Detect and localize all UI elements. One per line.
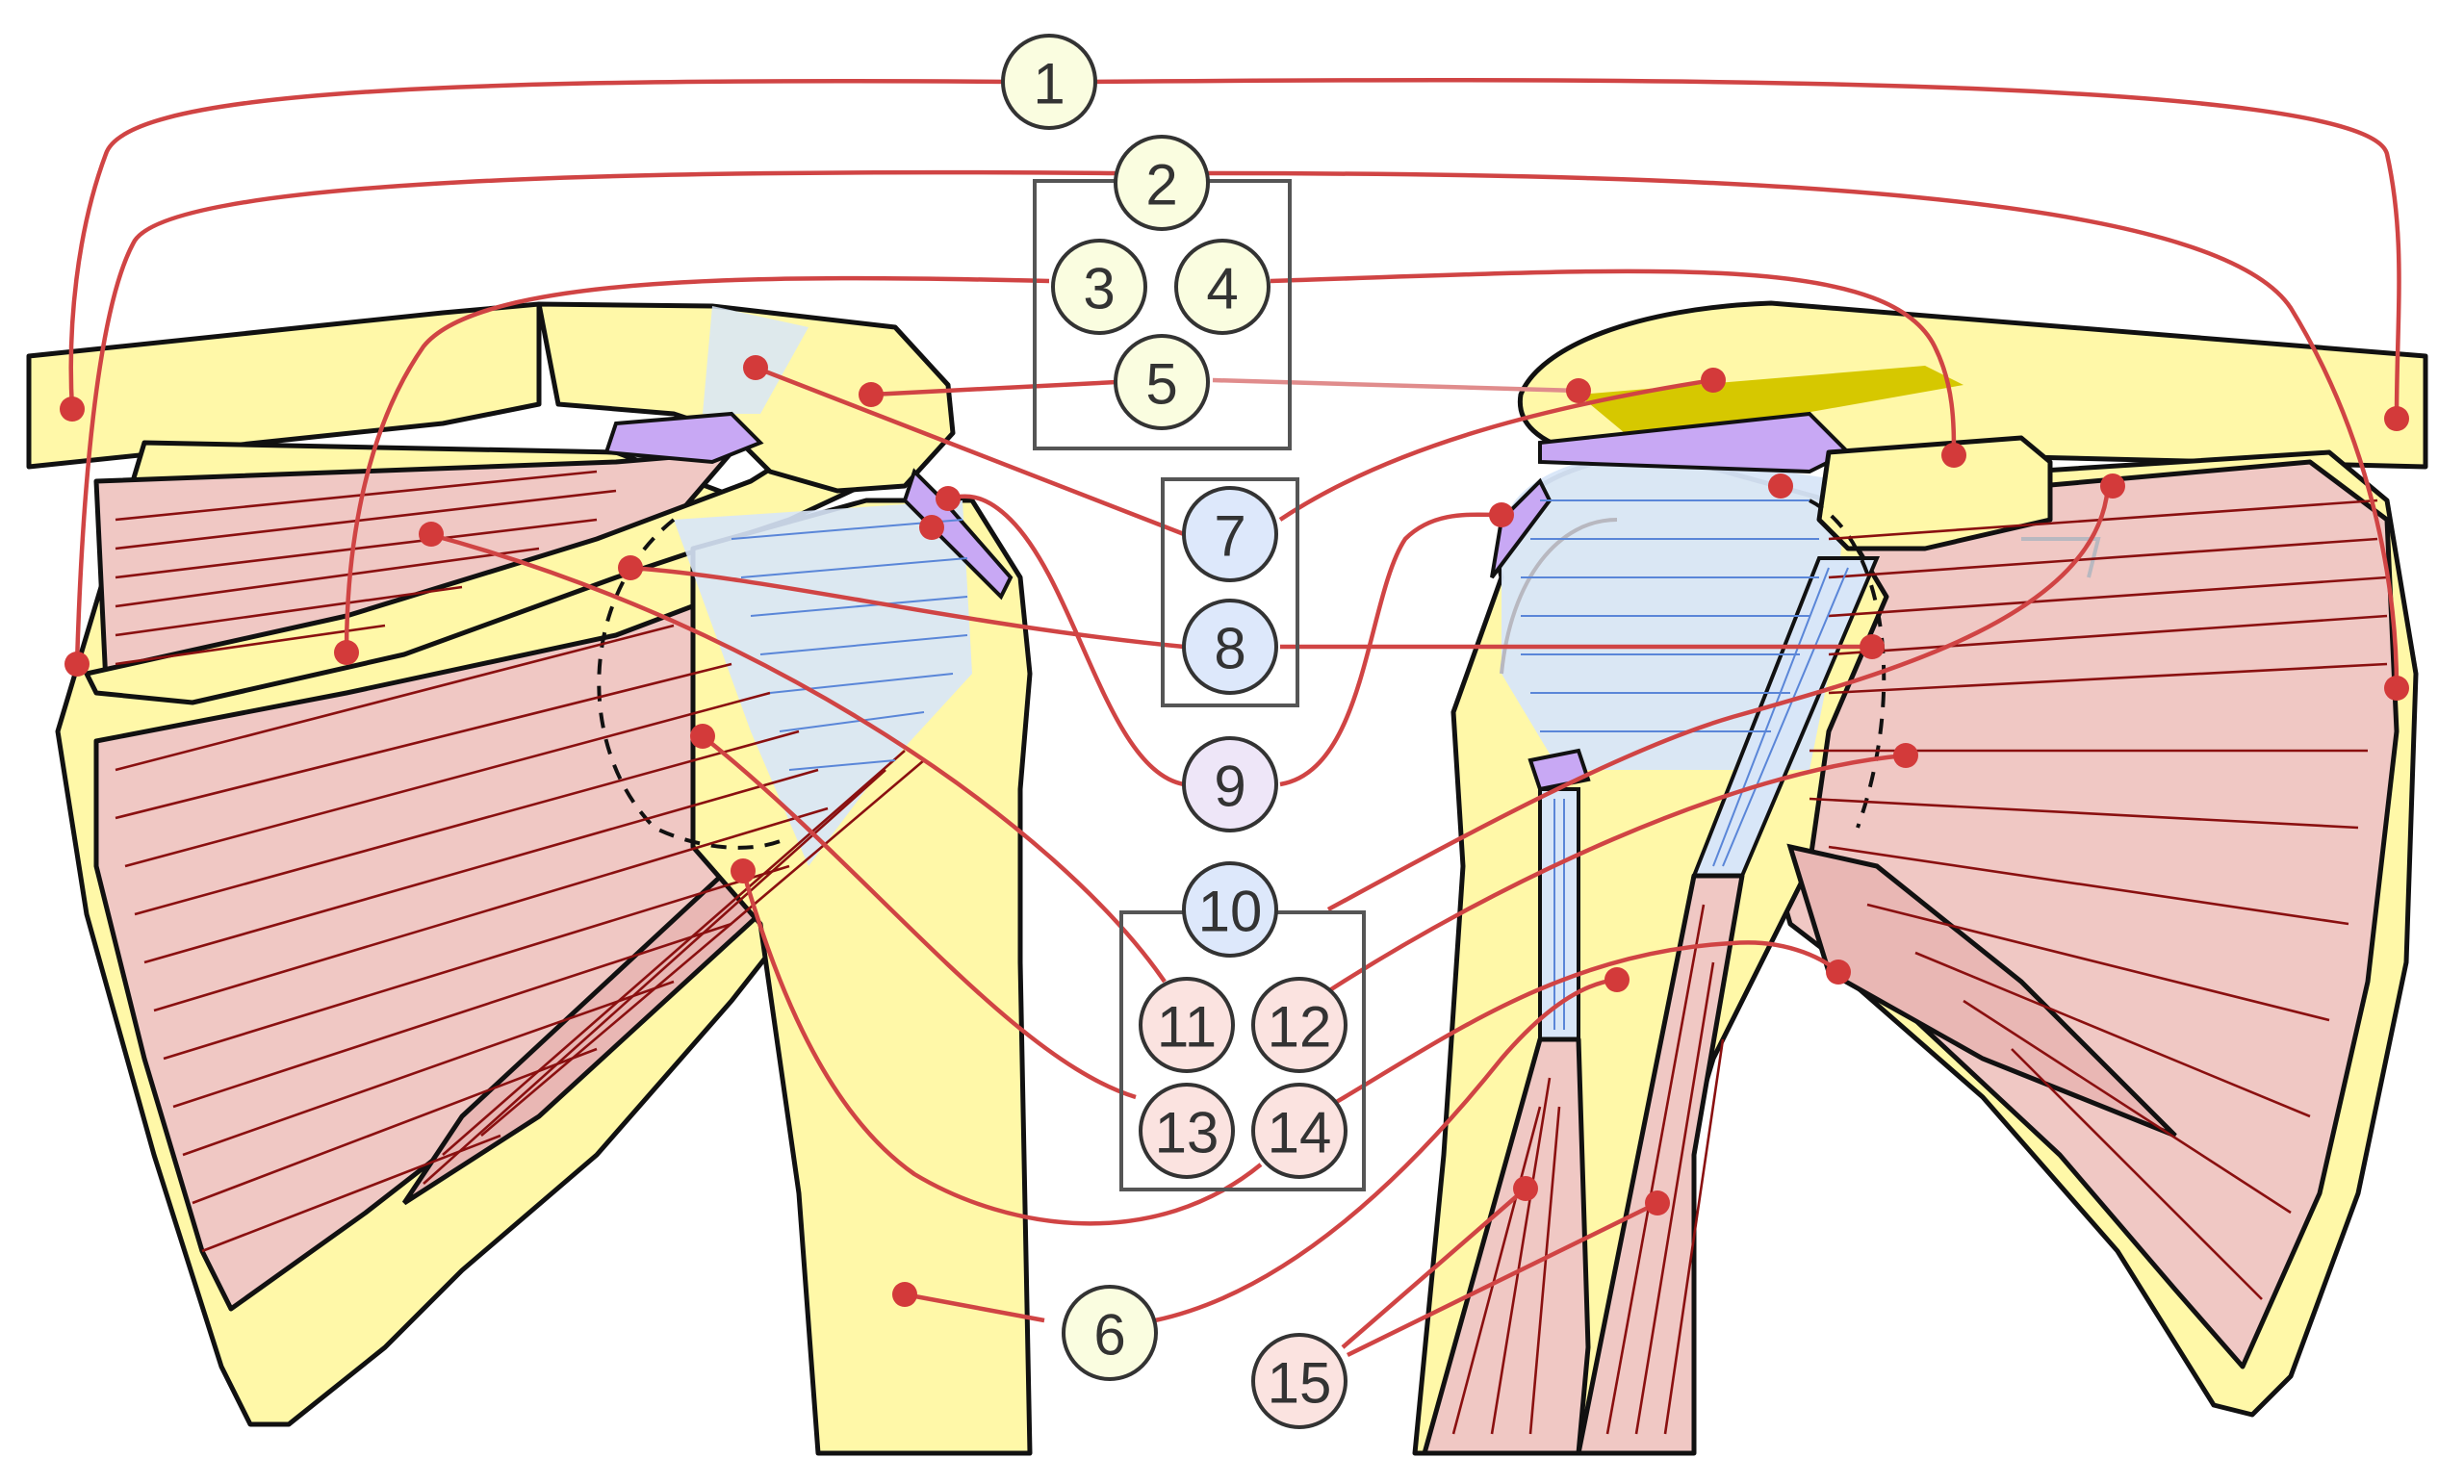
label-7: 7 (1182, 486, 1278, 582)
right-coracoid-ghost (2021, 537, 2101, 578)
leader-lines (68, 77, 2401, 1358)
left-rotator-tendon (674, 500, 972, 866)
svg-text:5: 5 (1145, 352, 1177, 417)
svg-text:14: 14 (1268, 1101, 1332, 1165)
svg-text:7: 7 (1214, 504, 1245, 569)
left-clavicle-bar (26, 301, 542, 470)
svg-text:2: 2 (1145, 153, 1177, 217)
left-tendon-fibres (731, 519, 968, 771)
svg-text:4: 4 (1206, 257, 1238, 321)
label-9: 9 (1182, 736, 1278, 832)
svg-text:6: 6 (1093, 1303, 1125, 1368)
right-labrum-ghost (1500, 518, 1618, 675)
label-4: 4 (1174, 239, 1270, 335)
svg-text:3: 3 (1083, 257, 1115, 321)
label-3: 3 (1051, 239, 1147, 335)
right-biceps-muscle (1422, 1036, 1591, 1456)
right-clavicle-accent (1578, 366, 1964, 443)
right-coracobrachialis (1576, 873, 1745, 1456)
left-subacromial-bursa (603, 411, 764, 465)
svg-text:10: 10 (1198, 880, 1263, 944)
label-13: 13 (1139, 1083, 1235, 1179)
label-14: 14 (1251, 1083, 1348, 1179)
leader-endpoints (60, 355, 2409, 1307)
left-glenoid-outline (597, 518, 790, 850)
label-10: 10 (1182, 861, 1278, 958)
label-6: 6 (1062, 1285, 1158, 1381)
right-joint-capsule (1502, 452, 1848, 770)
label-12: 12 (1251, 977, 1348, 1073)
svg-text:8: 8 (1214, 617, 1245, 681)
right-glenoid-dash (1809, 499, 1886, 829)
label-badges: 1 2 3 4 5 6 7 8 (1001, 34, 1348, 1429)
label-8: 8 (1182, 599, 1278, 695)
right-coracoid (1816, 435, 2053, 551)
right-shoulder (1412, 300, 2428, 1456)
svg-text:13: 13 (1155, 1101, 1219, 1165)
svg-text:15: 15 (1268, 1351, 1332, 1416)
svg-text:12: 12 (1268, 995, 1332, 1060)
svg-text:9: 9 (1214, 755, 1245, 819)
left-shoulder (26, 301, 1033, 1456)
label-1: 1 (1001, 34, 1097, 130)
label-11: 11 (1139, 977, 1235, 1073)
label-15: 15 (1251, 1333, 1348, 1429)
svg-text:11: 11 (1157, 995, 1217, 1060)
right-tendon-fibres (1521, 499, 1849, 1030)
right-bursa-side (1490, 477, 1553, 579)
label-2: 2 (1114, 135, 1210, 231)
right-muscle-fibres (1451, 499, 2388, 1435)
svg-text:1: 1 (1033, 52, 1065, 116)
left-muscle-fibres (115, 470, 925, 1253)
label-5: 5 (1114, 334, 1210, 430)
